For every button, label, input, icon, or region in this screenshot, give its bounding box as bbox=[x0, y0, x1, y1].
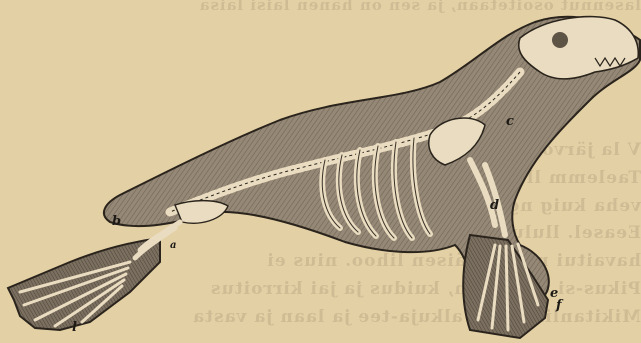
label-c: c bbox=[506, 114, 514, 129]
label-f: f bbox=[556, 298, 562, 313]
skull-orbit bbox=[552, 32, 568, 48]
label-d: d bbox=[490, 198, 499, 213]
label-l: l bbox=[72, 320, 77, 335]
label-b: b bbox=[112, 214, 121, 229]
label-a: a bbox=[170, 240, 176, 251]
pelvis bbox=[175, 201, 228, 224]
